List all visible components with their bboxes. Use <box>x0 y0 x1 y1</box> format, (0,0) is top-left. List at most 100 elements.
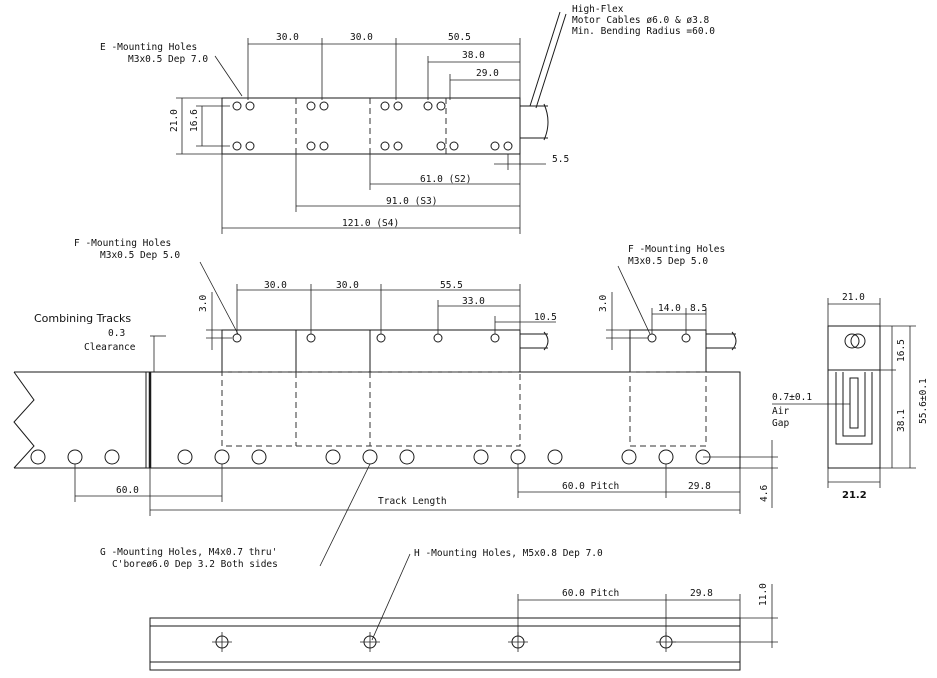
track-hole-icon <box>325 449 341 465</box>
mounting-hole-icon <box>380 141 390 151</box>
mounting-hole-icon <box>393 141 403 151</box>
bottom-track <box>149 617 741 671</box>
mounting-hole-icon <box>380 101 390 111</box>
bottom-holes <box>212 632 676 652</box>
cable-note-2: Motor Cables ø6.0 & ø3.8 <box>572 15 710 26</box>
top-forcer-body <box>221 97 521 155</box>
mounting-hole-icon <box>436 141 446 151</box>
forcer-short <box>629 329 707 373</box>
track-hole-icon <box>67 449 83 465</box>
side-coil <box>849 377 859 429</box>
air-gap-label: Gap <box>772 418 789 429</box>
mounting-hole-icon <box>436 101 446 111</box>
track-length-label: Track Length <box>378 496 447 507</box>
e-holes-spec: M3x0.5 Dep 7.0 <box>128 54 208 65</box>
mounting-hole-icon <box>232 101 242 111</box>
track-hole-icon <box>251 449 267 465</box>
dim-label: 30.0 <box>350 32 373 43</box>
f-holes-spec: M3x0.5 Dep 5.0 <box>628 256 708 267</box>
dim-label: 4.6 <box>759 485 770 502</box>
mounting-hole-icon <box>647 333 657 343</box>
h-holes-note: H -Mounting Holes, M5x0.8 Dep 7.0 <box>414 548 603 559</box>
dim-label: 38.1 <box>896 409 907 432</box>
forcer-long-hidden <box>221 371 521 447</box>
mounting-hole-icon <box>306 141 316 151</box>
track-hole-icon <box>510 449 526 465</box>
dim-label: 33.0 <box>462 296 485 307</box>
dim-label: 29.0 <box>476 68 499 79</box>
dim-label: 30.0 <box>264 280 287 291</box>
dim-label: 61.0 (S2) <box>420 174 471 185</box>
dim-label: 121.0 (S4) <box>342 218 399 229</box>
track-body <box>14 371 741 469</box>
dim-label: 3.0 <box>198 295 209 312</box>
track-hole-icon <box>30 449 46 465</box>
dim-label: 29.8 <box>690 588 713 599</box>
dim-label: 21.0 <box>842 292 865 303</box>
dim-label: 55.6±0.1 <box>918 378 929 424</box>
track-holes <box>30 449 711 465</box>
mounting-hole-icon <box>433 333 443 343</box>
dim-label: 16.6 <box>189 109 200 132</box>
f-holes-title: F -Mounting Holes <box>74 238 171 249</box>
dim-label: 91.0 (S3) <box>386 196 437 207</box>
g-holes-note-1: G -Mounting Holes, M4x0.7 thru' <box>100 547 277 558</box>
mounting-hole-icon <box>232 333 242 343</box>
mounting-hole-icon <box>681 333 691 343</box>
cable-note-1: High-Flex <box>572 4 624 15</box>
top-forcer-view <box>176 11 567 234</box>
cable-leader <box>529 11 567 109</box>
mounting-hole-icon <box>376 333 386 343</box>
dim-label: 3.0 <box>598 295 609 312</box>
side-track <box>827 369 881 469</box>
clearance-label: Clearance <box>84 342 136 353</box>
dim-label: 16.5 <box>896 339 907 362</box>
mounting-hole-icon <box>393 101 403 111</box>
side-dimension-lines <box>772 298 916 488</box>
track-hole-icon <box>473 449 489 465</box>
dim-label: 21.2 <box>842 490 867 501</box>
track-hole-icon <box>177 449 193 465</box>
dim-label: 60.0 Pitch <box>562 588 619 599</box>
dim-label: 60.0 Pitch <box>562 481 619 492</box>
mounting-hole-icon <box>245 101 255 111</box>
f-holes-title: F -Mounting Holes <box>628 244 725 255</box>
dim-label: 14.0 <box>658 303 681 314</box>
air-gap-label: Air <box>772 406 789 417</box>
mounting-hole-icon <box>844 333 860 349</box>
mounting-hole-icon <box>423 101 433 111</box>
mounting-hole-icon <box>306 101 316 111</box>
mounting-hole-icon <box>449 141 459 151</box>
mounting-hole-icon <box>850 333 866 349</box>
dim-label: 30.0 <box>336 280 359 291</box>
clearance-value: 0.3 <box>108 328 125 339</box>
dim-label: 60.0 <box>116 485 139 496</box>
mounting-hole-icon <box>503 141 513 151</box>
mounting-hole-icon <box>245 141 255 151</box>
mounting-hole-icon <box>306 333 316 343</box>
top-dimension-lines <box>176 38 546 234</box>
dim-label: 10.5 <box>534 312 557 323</box>
mounting-hole-icon <box>490 333 500 343</box>
f-holes-spec: M3x0.5 Dep 5.0 <box>100 250 180 261</box>
dim-label: 21.0 <box>169 109 180 132</box>
side-track-slot <box>835 372 873 445</box>
track-hole-icon <box>214 449 230 465</box>
track-hole-icon <box>621 449 637 465</box>
dim-label: 11.0 <box>758 583 769 606</box>
mounting-hole-icon <box>319 101 329 111</box>
g-holes-note-2: C'boreø6.0 Dep 3.2 Both sides <box>112 559 278 570</box>
mounting-hole-icon <box>232 141 242 151</box>
forcer-short-hidden <box>629 371 707 447</box>
cable-note-3: Min. Bending Radius =60.0 <box>572 26 715 37</box>
middle-dimension-lines <box>74 261 778 641</box>
dim-label: 55.5 <box>440 280 463 291</box>
dim-label: 5.5 <box>552 154 569 165</box>
track-hole-icon <box>399 449 415 465</box>
track-hole-icon <box>362 449 378 465</box>
track-break-line <box>13 371 35 469</box>
bottom-track-view <box>149 584 778 671</box>
top-mounting-holes <box>232 101 513 151</box>
